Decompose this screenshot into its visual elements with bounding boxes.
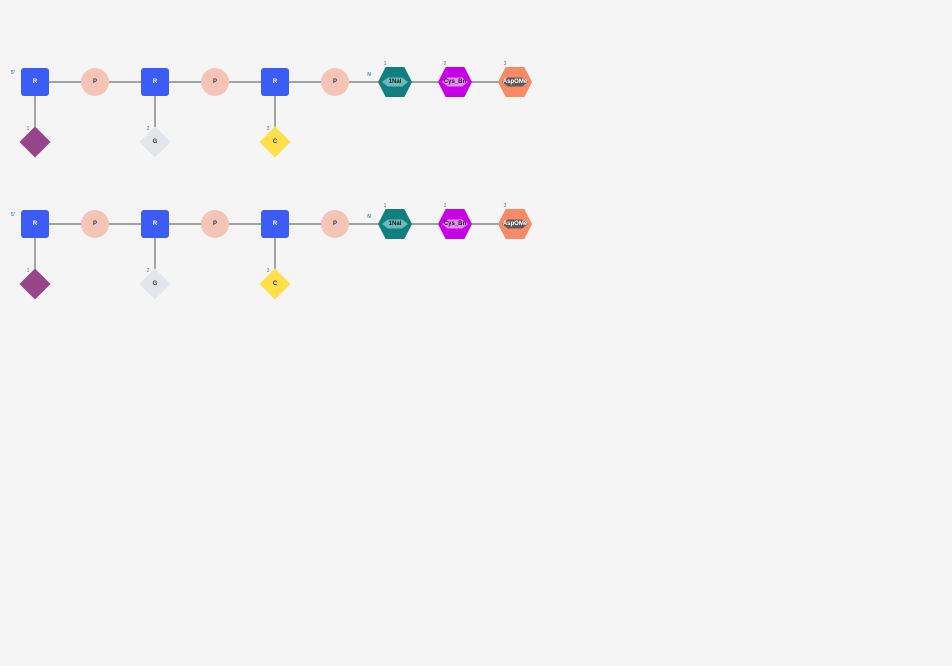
sugar-node (261, 68, 289, 96)
base-label: G (153, 281, 158, 287)
monomer-label: 1Nal (389, 221, 402, 227)
monomer-label: AspOMe (503, 221, 528, 227)
n-terminus-label: N (367, 72, 371, 78)
base-label: U (33, 281, 37, 287)
base-number: 1 (27, 126, 30, 132)
five-prime-label: 5' (11, 212, 15, 218)
phosphate-node (201, 68, 229, 96)
base-label: U (33, 139, 37, 145)
sugar-label: R (273, 79, 278, 85)
base-label: C (273, 281, 278, 287)
sugar-label: R (153, 221, 158, 227)
sugar-node (141, 68, 169, 96)
phosphate-label: P (213, 79, 217, 85)
sugar-label: R (153, 79, 158, 85)
base-number: 2 (147, 126, 150, 132)
sugar-node (261, 210, 289, 238)
phosphate-label: P (213, 221, 217, 227)
phosphate-label: P (333, 79, 337, 85)
base-number: 3 (267, 126, 270, 132)
base-u (19, 268, 51, 300)
sugar-label: R (273, 221, 278, 227)
monomer-number: 3 (504, 61, 507, 67)
phosphate-node (81, 68, 109, 96)
base-u (19, 126, 51, 158)
monomer-label: AspOMe (503, 79, 528, 85)
base-number: 2 (147, 268, 150, 274)
phosphate-node (321, 210, 349, 238)
sugar-node (21, 68, 49, 96)
five-prime-label: 5' (11, 70, 15, 76)
phosphate-node (81, 210, 109, 238)
base-g (139, 268, 171, 300)
monomer-number: 2 (444, 61, 447, 67)
monomer-inner (442, 77, 468, 87)
monomer-number: 1 (384, 61, 387, 67)
base-g (139, 126, 171, 158)
monomer-inner (382, 219, 408, 229)
base-label: G (153, 139, 158, 145)
base-c (259, 126, 291, 158)
sugar-node (141, 210, 169, 238)
monomer-number: 1 (384, 203, 387, 209)
monomer-number: 2 (444, 203, 447, 209)
base-number: 1 (27, 268, 30, 274)
monomer-label: 1Nal (389, 79, 402, 85)
monomer-inner (442, 219, 468, 229)
phosphate-node (201, 210, 229, 238)
base-label: C (273, 139, 278, 145)
base-c (259, 268, 291, 300)
monomer-label: Cys_Bn (444, 221, 467, 227)
monomer-inner (502, 77, 528, 87)
monomer-label: Cys_Bn (444, 79, 467, 85)
base-number: 3 (267, 268, 270, 274)
monomer-inner (382, 77, 408, 87)
sugar-node (21, 210, 49, 238)
phosphate-label: P (93, 79, 97, 85)
phosphate-label: P (333, 221, 337, 227)
sugar-label: R (33, 221, 38, 227)
sugar-label: R (33, 79, 38, 85)
phosphate-label: P (93, 221, 97, 227)
monomer-inner (502, 219, 528, 229)
monomer-number: 3 (504, 203, 507, 209)
n-terminus-label: N (367, 214, 371, 220)
phosphate-node (321, 68, 349, 96)
